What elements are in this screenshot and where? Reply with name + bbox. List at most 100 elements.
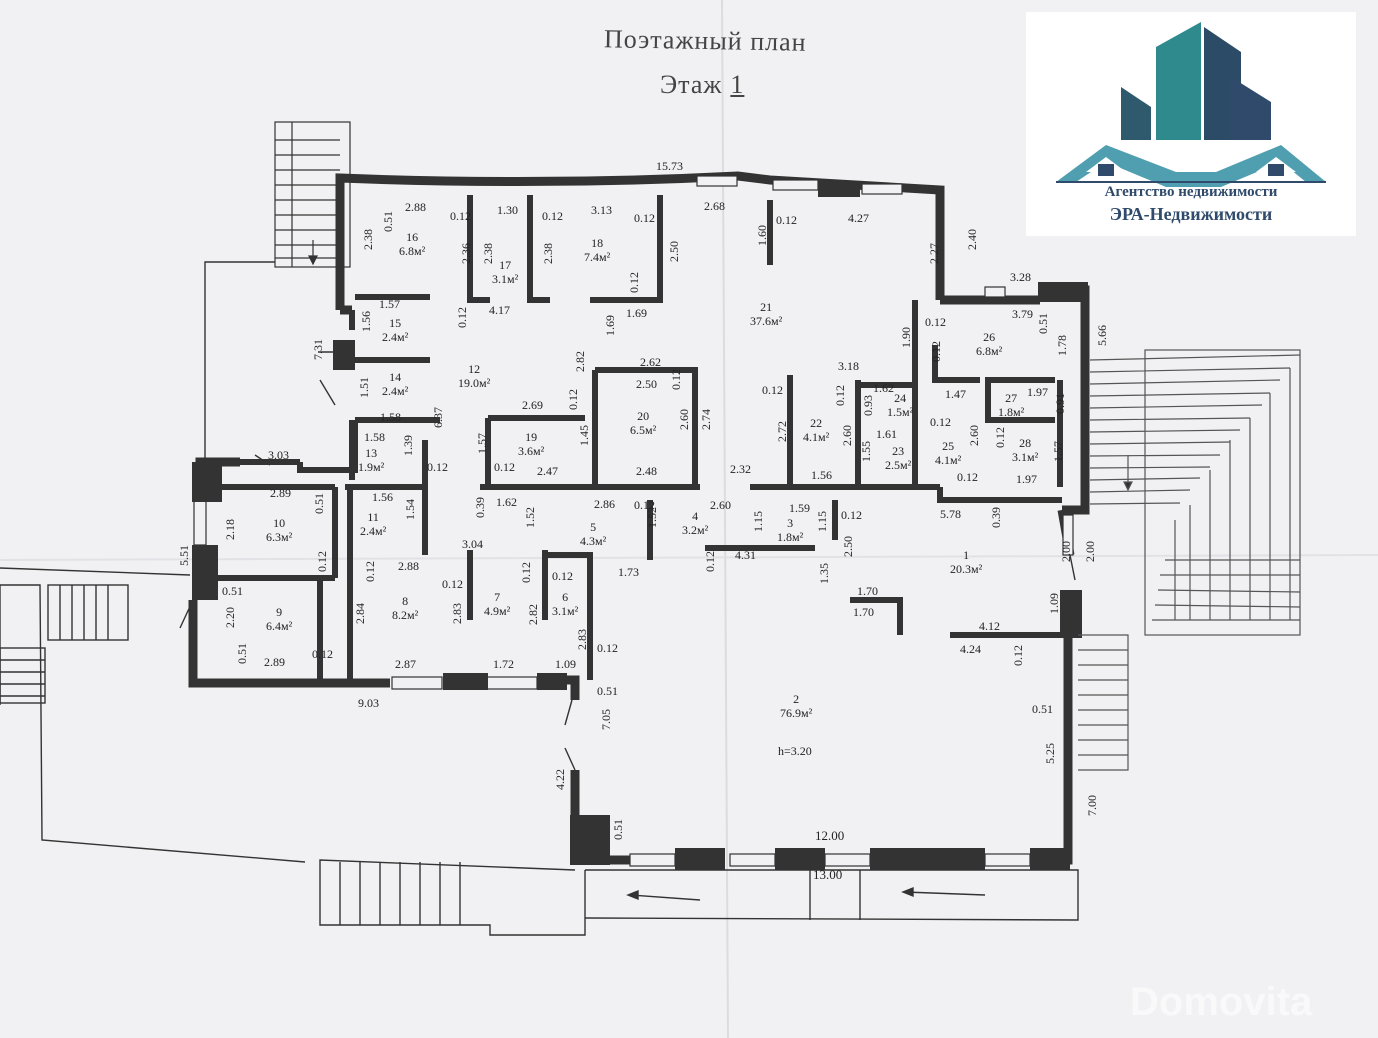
dimension-label: 0.91	[1053, 393, 1067, 414]
dimension-label: 1.97	[1016, 472, 1037, 486]
dimension-label: 3.18	[838, 359, 859, 373]
dimension-label: 2.00	[1083, 541, 1097, 562]
dimension-label: 3.13	[591, 203, 612, 217]
dimension-label: 0.51	[1036, 313, 1050, 334]
dimension-label: 0.12	[993, 427, 1007, 448]
dimension-label: 0.12	[315, 551, 329, 572]
dimension-label: 0.12	[427, 460, 448, 474]
dimension-label: 0.12	[450, 209, 471, 223]
dimension-label: 1.35	[817, 563, 831, 584]
dimension-label: 7.00	[1085, 795, 1099, 816]
dimension-label: 2.72	[775, 421, 789, 442]
dimension-label: 1.30	[497, 203, 518, 217]
dimension-label: 2.27	[927, 243, 941, 264]
interior-walls	[205, 195, 1063, 683]
dimension-label: 0.12	[929, 341, 943, 362]
dimension-label: 0.39	[473, 497, 487, 518]
dimension-label: 1.90	[899, 327, 913, 348]
dimension-label: 5.66	[1095, 325, 1109, 346]
dimension-label: 2.36	[459, 243, 473, 264]
dimension-label: 1.57	[475, 433, 489, 454]
ceiling-height-note: h=3.20	[778, 744, 812, 758]
logo-line-agency: Агентство недвижимости	[1104, 184, 1278, 200]
dimension-label: 1.70	[857, 584, 878, 598]
dimension-label: 0.51	[222, 584, 243, 598]
dimension-label: 2.68	[704, 199, 725, 213]
dimension-label: 2.32	[730, 462, 751, 476]
dimension-label: 3.28	[1010, 270, 1031, 284]
dimension-label: 2.50	[667, 241, 681, 262]
dimension-label: 1.56	[811, 468, 832, 482]
dimension-label: 0.12	[312, 647, 333, 661]
dimension-label: 0.51	[611, 819, 625, 840]
dimension-label: 2.60	[677, 409, 691, 430]
dimension-label: 2.38	[481, 243, 495, 264]
dimension-label: 1.54	[403, 499, 417, 520]
dimension-label: 2.88	[405, 200, 426, 214]
left-annex-outline	[0, 261, 1079, 936]
dimension-label: 0.12	[925, 315, 946, 329]
dimension-label: 2.83	[575, 629, 589, 650]
dimension-label: 1.57	[379, 297, 400, 311]
logo-graphic	[1056, 22, 1326, 187]
dimension-label: 2.69	[522, 398, 543, 412]
dimension-label: 0.12	[542, 209, 563, 223]
logo-line-brand: ЭРА-Недвижимости	[1109, 204, 1273, 224]
dimension-label: 1.73	[618, 565, 639, 579]
dimension-label: 1.59	[789, 501, 810, 515]
dimension-label: 3.03	[268, 448, 289, 462]
dimension-label: 1.51	[357, 377, 371, 398]
dimension-label: 0.12	[1011, 645, 1025, 666]
dimension-label: 5.51	[177, 545, 191, 566]
dimension-label: 0.12	[669, 369, 683, 390]
dimension-label: 0.12	[455, 307, 469, 328]
dimension-label: 2.38	[541, 243, 555, 264]
dimension-label: 1.61	[876, 427, 897, 441]
dimension-label: 1.55	[859, 441, 873, 462]
windows	[193, 175, 1074, 867]
dimension-label: 2.47	[537, 464, 558, 478]
dimension-label: 1.62	[873, 381, 894, 395]
dimension-label: 2.00	[1059, 541, 1073, 562]
dimension-label: 0.12	[776, 213, 797, 227]
plan-title: Поэтажный план	[603, 24, 807, 57]
dimension-label: 2.60	[840, 425, 854, 446]
dimension-label: 0.12	[494, 460, 515, 474]
dimension-label: 2.38	[361, 229, 375, 250]
dimension-label: 1.60	[755, 225, 769, 246]
dimension-label: 1.47	[945, 387, 966, 401]
dimension-label: 1.78	[1055, 335, 1069, 356]
dimension-label: 1.57	[1051, 441, 1065, 462]
dimension-label: 7.05	[599, 709, 613, 730]
dimension-label: 4.12	[979, 619, 1000, 633]
dimension-label: 0.12	[634, 211, 655, 225]
stairs-top-left	[274, 121, 351, 268]
dimension-label: 2.84	[353, 603, 367, 624]
dimension-label: 9.03	[358, 696, 379, 710]
dimension-label: 1.58	[364, 430, 385, 444]
dimension-label: 2.20	[223, 607, 237, 628]
dimension-label: 2.89	[270, 486, 291, 500]
dimension-label: 4.27	[848, 211, 869, 225]
dimension-label: 2.83	[450, 603, 464, 624]
dimension-label: 2.88	[398, 559, 419, 573]
door-swings	[179, 351, 1076, 771]
dimension-label: 2.40	[965, 229, 979, 250]
dimension-label: 1.15	[751, 511, 765, 532]
dimension-label: 5.78	[940, 507, 961, 521]
dimension-label: 1.69	[626, 306, 647, 320]
dimension-label: 2.50	[841, 536, 855, 557]
